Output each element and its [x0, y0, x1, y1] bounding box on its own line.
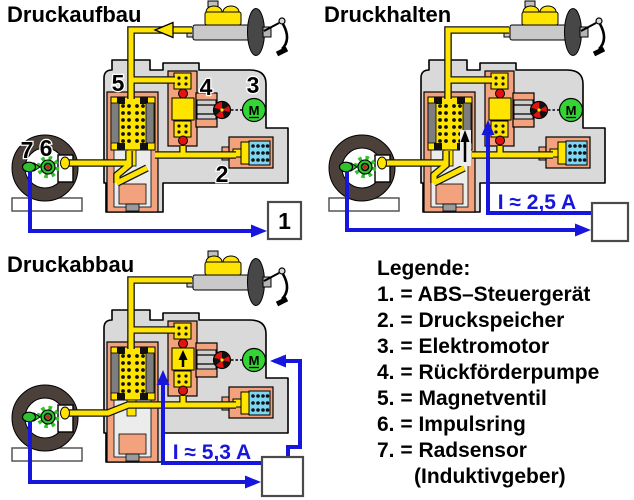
- druckhalten-diagram: I ≈ 2,5 A: [328, 0, 630, 243]
- druckabbau-diagram: I ≈ 5,3 A: [11, 250, 305, 498]
- hydraulic-lines: [64, 26, 236, 187]
- svg-text:2: 2: [216, 161, 229, 187]
- ecu-box: [590, 201, 630, 243]
- sensor-signal-wire: [28, 171, 267, 238]
- hydraulic-lines: [64, 276, 236, 417]
- legend-item: 3. = Elektromotor: [377, 335, 550, 358]
- component-numbers: 5 4 3 2 7 6: [19, 69, 260, 189]
- legend-item: (Induktivgeber): [414, 465, 566, 488]
- sensor-signal-wire: [28, 421, 261, 489]
- legend-item: 1. = ABS–Steuergerät: [377, 283, 591, 306]
- legend-item: 5. = Magnetventil: [377, 387, 547, 410]
- legend-item: 6. = Impulsring: [377, 413, 526, 436]
- ecu-box: [260, 455, 305, 498]
- svg-text:3: 3: [247, 72, 260, 98]
- panel-title: Druckaufbau: [7, 2, 142, 27]
- panel-druckaufbau: Druckaufbau 1 5 4 3: [0, 0, 317, 250]
- panel-title: Druckabbau: [7, 252, 135, 277]
- signal-arrow-icon: [156, 370, 170, 385]
- druckaufbau-diagram: 1 5 4 3 2 7 6: [11, 0, 303, 241]
- panel-druckhalten: Druckhalten: [317, 0, 634, 250]
- signal-arrow-icon: [251, 224, 267, 238]
- motor-current-wire: [270, 354, 302, 457]
- signal-arrow-icon: [245, 475, 261, 489]
- signal-arrow-icon: [575, 223, 591, 237]
- valve-current-wire: [481, 120, 592, 215]
- hydraulic-lines: [381, 26, 553, 187]
- ecu-box: [266, 200, 303, 241]
- current-label: I ≈ 5,3 A: [173, 441, 251, 464]
- valve-position-arrow-icon: [460, 130, 471, 166]
- svg-text:7: 7: [21, 137, 34, 163]
- panel-druckabbau: Druckabbau: [0, 250, 317, 500]
- sensor-signal-wire: [345, 171, 591, 237]
- legend-item: 2. = Druckspeicher: [377, 309, 565, 332]
- svg-text:6: 6: [40, 135, 53, 161]
- legend-item: 7. = Radsensor: [377, 439, 527, 462]
- panel-title: Druckhalten: [324, 2, 452, 27]
- legend-title: Legende:: [377, 257, 471, 280]
- svg-text:4: 4: [200, 74, 213, 100]
- signal-arrow-icon: [481, 120, 495, 135]
- svg-text:5: 5: [112, 70, 125, 96]
- signal-arrow-icon: [270, 354, 286, 368]
- legend-item: 4. = Rückförderpumpe: [377, 361, 600, 384]
- pump-flow-arrow-icon: [178, 350, 188, 367]
- flow-arrow-icon: [153, 21, 174, 39]
- current-label: I ≈ 2,5 A: [498, 191, 576, 214]
- legend: Legende: 1. = ABS–Steuergerät 2. = Druck…: [377, 256, 633, 490]
- ecu-box-label: 1: [278, 208, 291, 234]
- valve-current-wire: [156, 370, 263, 465]
